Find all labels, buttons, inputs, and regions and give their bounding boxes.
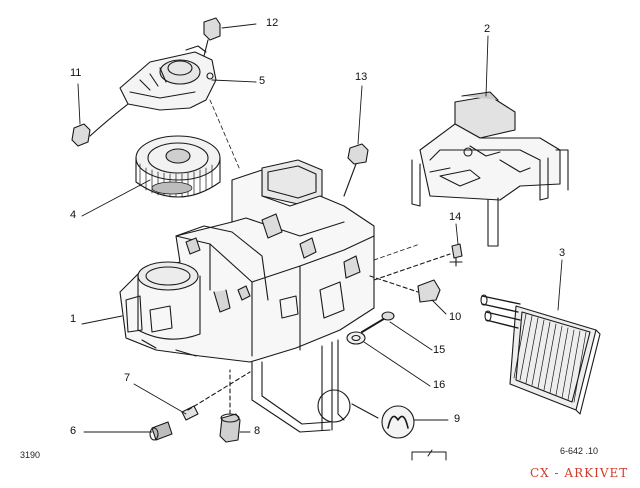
distribution-unit-part [411,91,569,247]
blower-cover-part [119,45,217,111]
washer-part [346,331,366,345]
figure-number: 3190 [20,450,41,460]
callout-13: 13 [355,71,368,83]
callout-2: 2 [484,23,491,35]
blower-fan-part [135,135,221,198]
callout-7: 7 [124,372,131,384]
callout-14: 14 [449,211,462,223]
callout-11: 11 [70,67,82,79]
connector-pin-part [373,243,463,281]
watermark: CX - ARKIVET [530,466,629,480]
screw-part [361,311,395,333]
clip-11-part [71,103,129,147]
callout-16: 16 [433,379,446,391]
callout-4: 4 [70,209,77,221]
hose-clip-part [251,339,415,439]
reference-code: 6-642 .10 [560,446,599,456]
callout-6: 6 [70,425,77,437]
callout-15: 15 [433,344,446,356]
callout-8: 8 [254,425,261,437]
drain-plug-part [149,421,173,441]
grommet-valve-part [219,369,241,443]
clip-10-part [369,275,441,303]
callout-5: 5 [259,75,266,87]
heater-housing-part [119,159,375,363]
callout-1: 1 [70,313,77,325]
clip-12-part [203,17,221,57]
callout-9: 9 [454,413,461,425]
callout-3: 3 [559,247,566,259]
drain-tube-part [181,371,251,421]
heater-matrix-part [480,294,601,415]
callout-10: 10 [449,311,462,323]
leader-lines [77,23,563,433]
assembly-lines [209,99,421,261]
callout-12: 12 [266,17,279,29]
clip-13-part [343,143,369,197]
